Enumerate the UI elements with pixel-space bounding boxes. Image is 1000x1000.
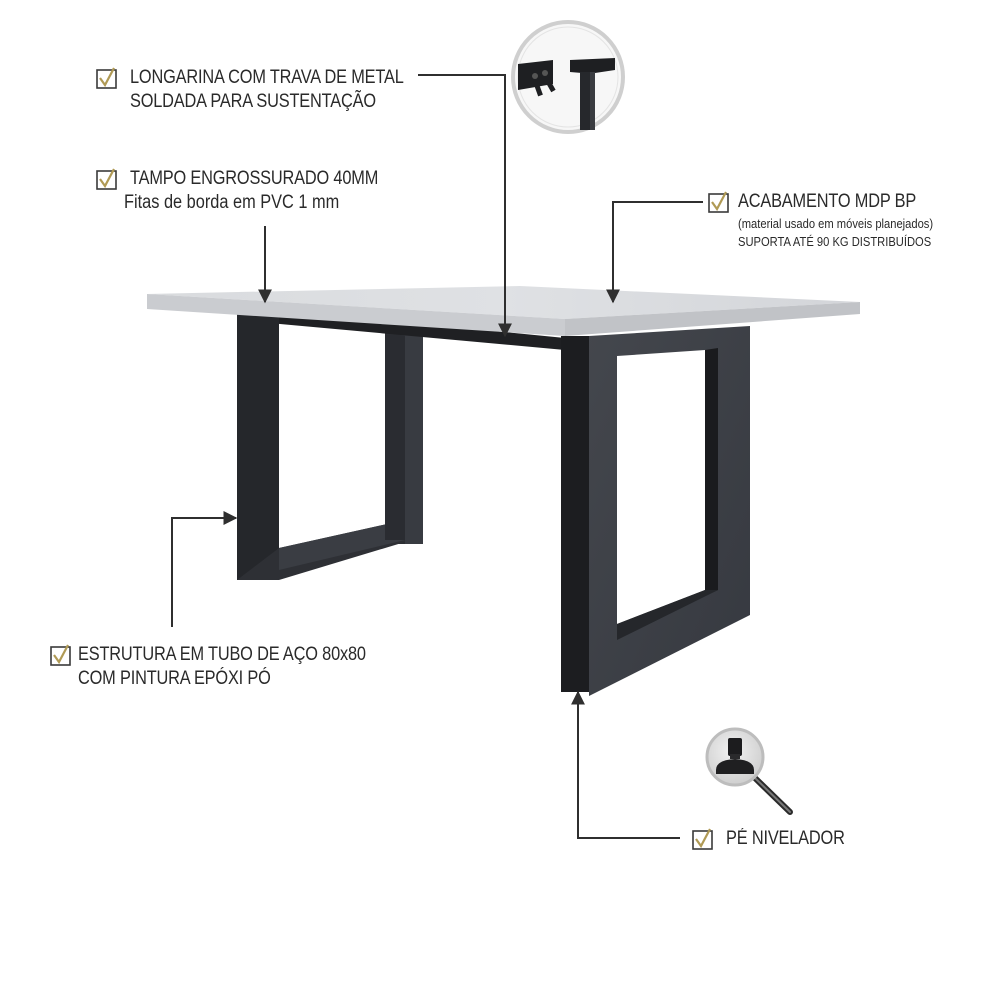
- check-icon: [96, 67, 117, 89]
- check-icon: [692, 828, 713, 850]
- callout-longarina-line2: SOLDADA PARA SUSTENTAÇÃO: [130, 91, 376, 112]
- callout-estrutura-line2: COM PINTURA EPÓXI PÓ: [78, 668, 271, 689]
- callout-acabamento-line2: (material usado em móveis planejados): [738, 216, 934, 231]
- front-left-leg: [237, 312, 405, 580]
- leveling-foot-magnifier: [705, 727, 793, 815]
- check-icon: [50, 644, 71, 666]
- callout-pe-nivelador: PÉ NIVELADOR: [692, 827, 864, 851]
- callout-tampo: TAMPO ENGROSSURADO 40MM Fitas de borda e…: [96, 167, 419, 215]
- check-icon: [708, 191, 729, 213]
- callout-estrutura: ESTRUTURA EM TUBO DE AÇO 80x80 COM PINTU…: [50, 643, 413, 691]
- tabletop: [147, 286, 860, 336]
- callout-longarina: LONGARINA COM TRAVA DE METAL SOLDADA PAR…: [96, 66, 448, 114]
- callout-tampo-line1: TAMPO ENGROSSURADO 40MM: [130, 168, 379, 189]
- callout-tampo-line2: Fitas de borda em PVC 1 mm: [124, 192, 340, 213]
- callout-estrutura-line1: ESTRUTURA EM TUBO DE AÇO 80x80: [78, 644, 366, 665]
- callout-acabamento-line3: SUPORTA ATÉ 90 KG DISTRIBUÍDOS: [738, 234, 932, 249]
- bracket-detail-circle: [511, 20, 625, 134]
- callout-longarina-line1: LONGARINA COM TRAVA DE METAL: [130, 67, 404, 88]
- callout-acabamento: ACABAMENTO MDP BP (material usado em móv…: [708, 190, 965, 250]
- callout-pe-nivelador-line1: PÉ NIVELADOR: [726, 828, 845, 849]
- callout-acabamento-line1: ACABAMENTO MDP BP: [738, 191, 917, 212]
- front-right-leg: [561, 326, 750, 696]
- leader-lines: [171, 74, 703, 839]
- check-icon: [96, 168, 117, 190]
